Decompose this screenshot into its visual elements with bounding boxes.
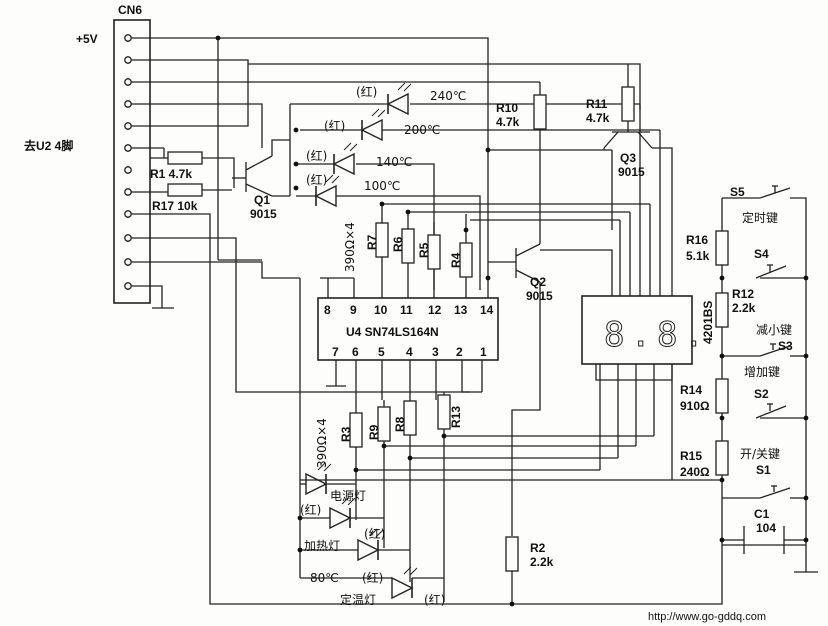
ic-pin-9: 9 [350,303,357,317]
ic-pin-6: 6 [352,345,359,359]
r14-label: R14 [680,383,702,397]
s3-label: S3 [778,339,793,353]
power-led-label: 电源灯 [330,489,366,503]
q2-label: Q2 [530,275,546,289]
t80-led-red: (红) [362,570,383,585]
r13-label: R13 [449,406,463,428]
c1-value: 104 [756,521,776,535]
r6-label: R6 [391,236,405,252]
ic-u4 [317,297,499,361]
s5-label: S5 [730,185,745,199]
ic-pin-3: 3 [432,345,439,359]
destination-label: 去U2 4脚 [24,138,73,153]
s5-key-label: 定时键 [742,210,778,225]
c1-label: C1 [754,507,770,521]
ic-pin-5: 5 [378,345,385,359]
r14-value: 910Ω [680,399,710,413]
display-model: 4201BS [701,301,715,344]
s2-key-label: 增加键 [744,365,780,379]
r1-label: R1 4.7k [150,167,192,181]
heat-led-label: 加热灯 [304,539,340,553]
q3-label: Q3 [620,151,636,165]
display-4201bs: 8.8. [581,295,710,365]
r17-label: R17 10k [152,199,198,213]
led-140-label: 140℃ [376,155,412,169]
led-240-label: 240℃ [430,89,466,103]
r7-label: R7 [365,234,379,250]
ic-pin-4: 4 [406,345,413,359]
r15-label: R15 [680,449,702,463]
transistor-q2 [488,136,613,604]
ic-pin-1: 1 [480,345,487,359]
led-100-label: 100℃ [364,179,400,193]
s4-label: S4 [754,247,769,261]
ic-pin-11: 11 [400,303,413,317]
heat-led-red: (红) [364,526,385,541]
r3-9-value: 390Ω×4 [315,418,329,468]
r4-7-value: 390Ω×4 [343,222,357,272]
connector-cn6 [113,19,151,304]
r2-value: 2.2k [530,555,554,569]
r9-label: R9 [367,424,381,440]
led-240-red: (红) [356,84,377,99]
r12-value: 2.2k [732,301,756,315]
led-200-label: 200℃ [404,123,440,137]
ic-label: U4 SN74LS164N [346,325,439,339]
s2-label: S2 [754,387,769,401]
s3-key-label: 减小键 [756,323,792,337]
r3-label: R3 [339,426,353,442]
q3-type: 9015 [618,165,645,179]
supply-label: +5V [76,32,98,46]
ic-pin-2: 2 [456,345,463,359]
q1-label: Q1 [254,193,270,207]
power-led-red: (红) [300,502,321,517]
settemp-led-label: 定温灯 [340,592,376,607]
r11-label: R11 [586,97,608,111]
r4-label: R4 [449,252,463,268]
r8-label: R8 [393,416,407,432]
q1-type: 9015 [250,207,277,221]
r16-value: 5.1k [686,249,710,263]
r16-label: R16 [686,233,708,247]
led-100-red: (红) [306,172,327,187]
r12-label: R12 [732,287,754,301]
ic-pin-14: 14 [480,303,494,317]
r2-label: R2 [530,541,546,555]
transistor-q1 [232,139,290,197]
t80-label: 80℃ [310,571,339,585]
ic-pin-7: 7 [332,345,339,359]
s1-label: S1 [756,463,771,477]
watermark: http://www.go-gddq.com [648,611,766,623]
settemp-led-red: (红) [424,592,445,607]
s1-key-label: 开/关键 [740,447,780,461]
ic-pin-8: 8 [324,303,331,317]
r15-value: 240Ω [680,465,710,479]
q2-type: 9015 [526,289,553,303]
led-140-red: (红) [306,148,327,163]
ic-pin-12: 12 [428,303,442,317]
ic-pin-10: 10 [374,303,388,317]
ic-pin-13: 13 [454,303,468,317]
r11-value: 4.7k [586,111,610,125]
display-digits: 8.8. [604,315,710,355]
r10-label: R10 [496,101,518,115]
r10-value: 4.7k [496,115,520,129]
r5-label: R5 [417,242,431,258]
led-200-red: (红) [324,118,345,133]
connector-label: CN6 [118,3,142,17]
